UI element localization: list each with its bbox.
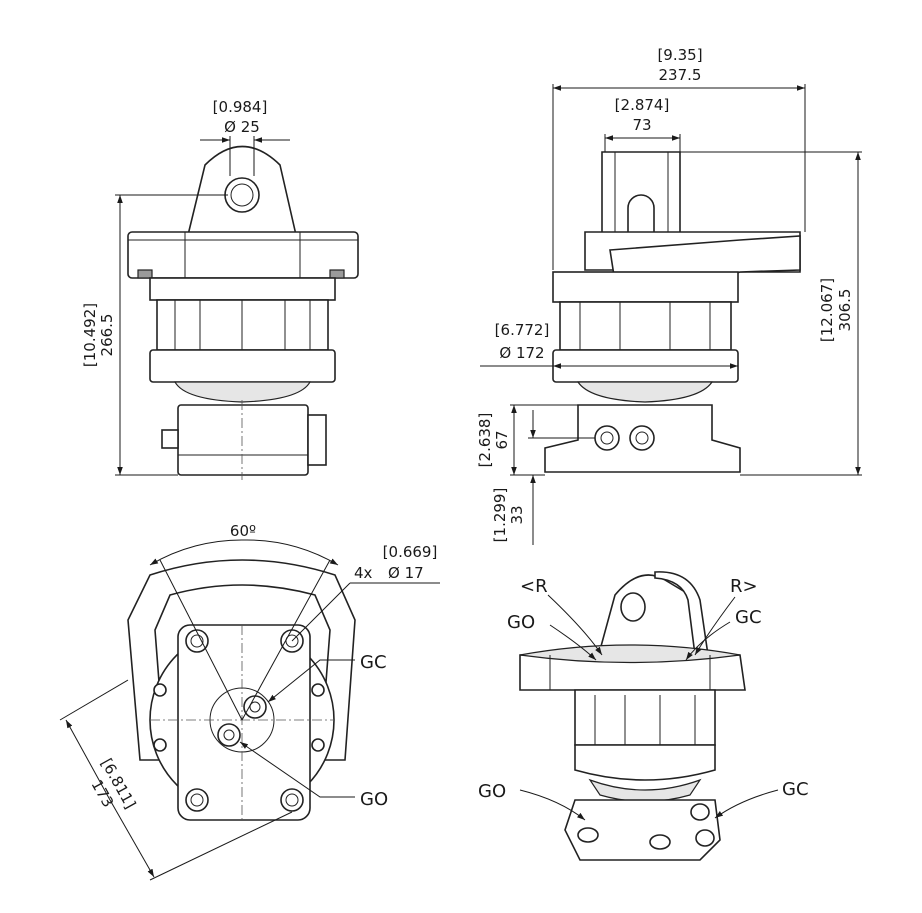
- iso-flange-top: [519, 644, 741, 664]
- width-mm: 237.5: [659, 66, 702, 84]
- link-width-mm: 73: [632, 116, 651, 134]
- flange-bolt-right: [329, 269, 345, 279]
- rot-left-label: <R: [520, 576, 548, 597]
- go-bottom-label: GO: [478, 781, 506, 802]
- gc-label-bottom: GC: [360, 652, 387, 673]
- go-label-bottom: GO: [360, 789, 388, 810]
- iso-body: [574, 689, 716, 746]
- gc-top-label: GC: [735, 607, 762, 628]
- hole-count: 4x: [354, 564, 373, 582]
- height-mm-side: 306.5: [836, 289, 854, 332]
- base-block: [177, 404, 309, 476]
- iso-link: [598, 574, 701, 656]
- iso-pin-hole: [620, 592, 646, 622]
- port-gc: [629, 425, 655, 451]
- angle-label: 60º: [230, 522, 256, 540]
- side-upper-ring: [552, 271, 739, 303]
- height-in: [10.492]: [81, 303, 99, 367]
- housing-diameter-in: [6.772]: [495, 321, 550, 339]
- side-bearing-cone: [576, 381, 714, 403]
- mount-hole-3: [185, 788, 209, 812]
- front-view: [0.984] Ø 25 [10.492] 266.5: [81, 98, 359, 480]
- go-top-label: GO: [507, 612, 535, 633]
- base-height-in: [2.638]: [476, 413, 494, 468]
- mount-hole-4: [280, 788, 304, 812]
- upper-ring: [149, 277, 336, 301]
- top-flange: [127, 231, 359, 279]
- height-mm: 266.5: [98, 314, 116, 357]
- width-in: [9.35]: [657, 46, 702, 64]
- port-gc-bottom: [243, 695, 267, 719]
- iso-base: [564, 799, 721, 861]
- housing-diameter-mm: Ø 172: [499, 344, 544, 362]
- iso-view: <R R> GO GC GO GC: [478, 571, 809, 861]
- base-height-mm: 67: [493, 430, 511, 449]
- flange-bolt-left: [137, 269, 153, 279]
- iso-port-gc: [690, 803, 710, 821]
- port-go: [594, 425, 620, 451]
- pin-diameter-in: [0.984]: [213, 98, 268, 116]
- mount-hole-1: [185, 629, 209, 653]
- port-go-bottom: [217, 723, 241, 747]
- bearing-cone: [173, 381, 312, 403]
- iso-lower-ring: [574, 744, 716, 781]
- port-height-mm: 33: [508, 505, 526, 524]
- side-view: [9.35] 237.5 [2.874] 73 [6.772] Ø 172 [1…: [476, 46, 862, 545]
- hole-spec-in: [0.669]: [383, 543, 438, 561]
- port-left: [161, 429, 179, 449]
- lower-ring: [149, 349, 336, 383]
- bottom-view: 60º [0.669] 4x Ø 17 GC GO [6.811] 173: [59, 522, 440, 881]
- base-plate: [177, 624, 311, 821]
- pin-bore: [230, 183, 254, 207]
- port-height-in: [1.299]: [491, 488, 509, 543]
- pin-diameter-mm: Ø 25: [224, 118, 260, 136]
- height-in-side: [12.067]: [818, 278, 836, 342]
- port-right: [307, 414, 327, 466]
- pin-hole: [224, 177, 260, 213]
- link-width-in: [2.874]: [615, 96, 670, 114]
- hole-spec-mm: Ø 17: [388, 564, 424, 582]
- gc-bottom-label: GC: [782, 779, 809, 800]
- side-motor-body: [559, 301, 732, 351]
- rot-right-label: R>: [730, 576, 758, 597]
